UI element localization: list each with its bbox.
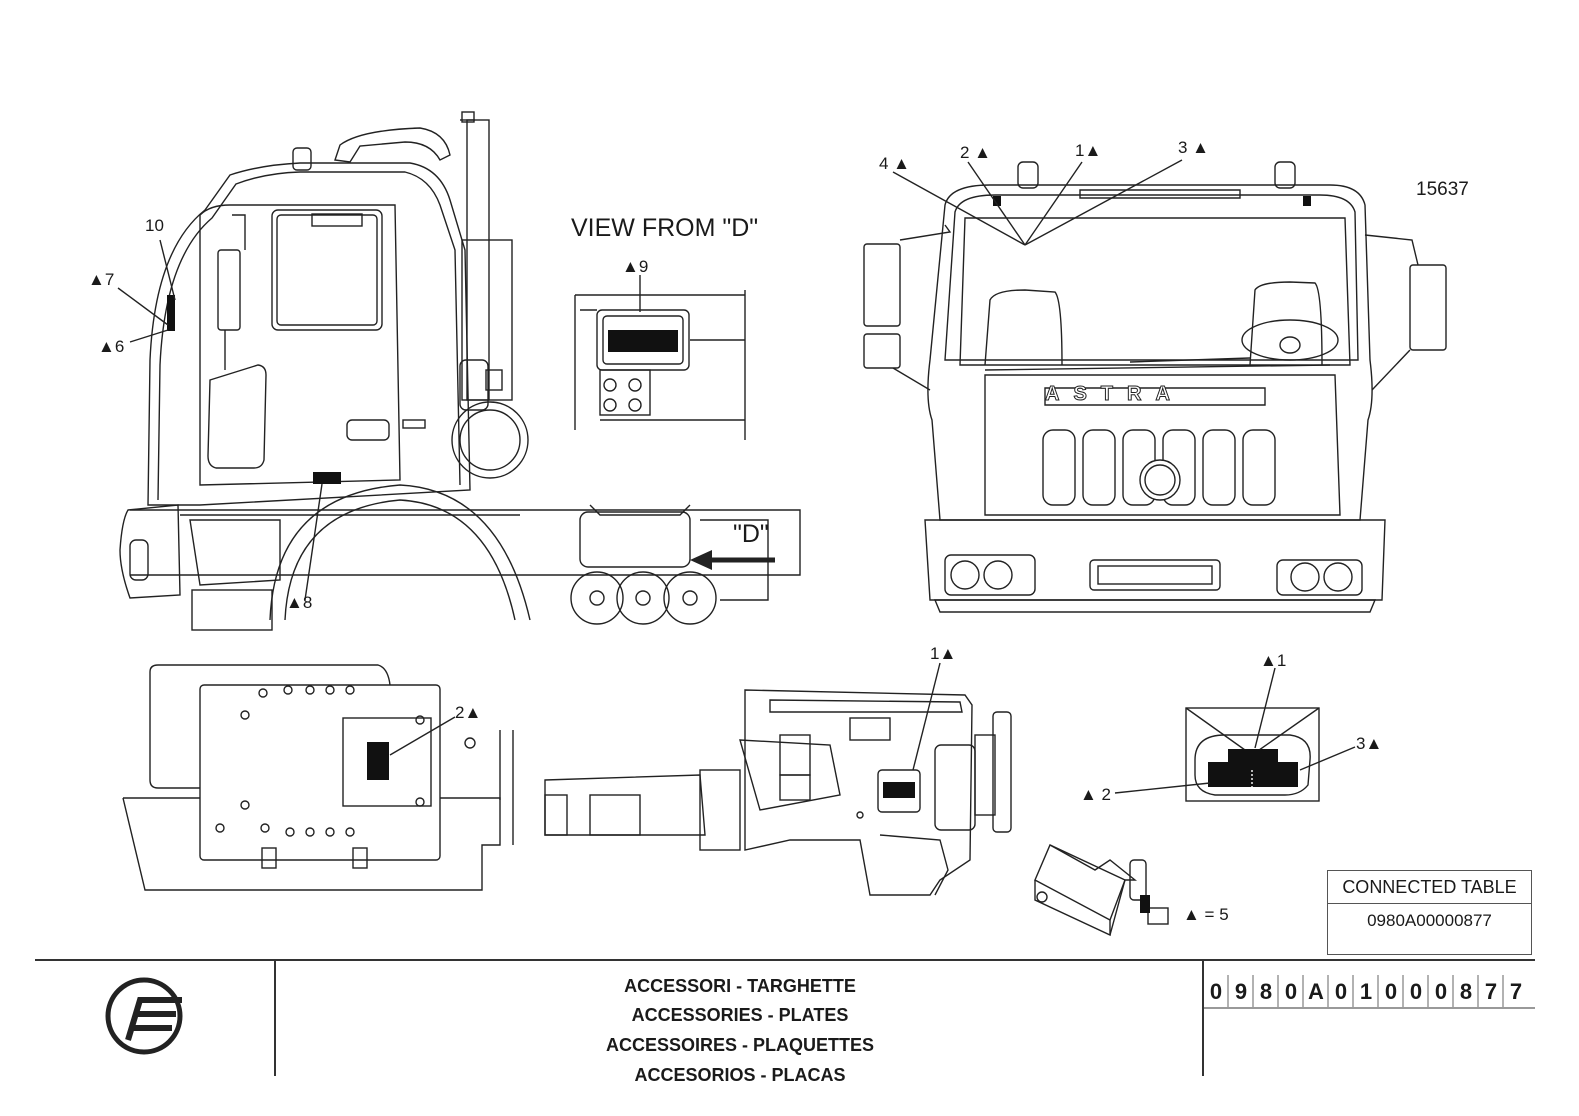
code-char: A — [1308, 979, 1324, 1004]
callout-plate-2: ▲ 2 — [1080, 785, 1112, 804]
callout-9: ▲9 — [622, 257, 649, 276]
callout-engine-1: 1▲ — [930, 644, 957, 663]
connected-table: CONNECTED TABLE 0980A00000877 — [1327, 870, 1532, 955]
code-char: 0 — [1209, 979, 1223, 1004]
code-char: 0 — [1409, 979, 1423, 1004]
code-char: 1 — [1359, 979, 1373, 1004]
callout-panel-2: 2▲ — [455, 703, 482, 722]
title-block-frame — [35, 959, 1535, 1076]
truck-front-view — [863, 159, 1447, 613]
plate-detail — [1114, 667, 1356, 802]
code-char: 8 — [1259, 979, 1273, 1004]
view-title: VIEW FROM "D" — [571, 214, 759, 242]
callout-8: ▲8 — [286, 593, 313, 612]
connected-table-header: CONNECTED TABLE — [1328, 871, 1531, 904]
panel-detail — [122, 664, 514, 891]
code-char: 0 — [1384, 979, 1398, 1004]
title-french: ACCESSOIRES - PLAQUETTES — [605, 1035, 875, 1055]
view-arrow-label: "D" — [733, 520, 769, 548]
code-char: 0 — [1334, 979, 1348, 1004]
code-char: 0 — [1284, 979, 1298, 1004]
code-char: 0 — [1434, 979, 1448, 1004]
code-char: 9 — [1234, 979, 1248, 1004]
callout-7: ▲7 — [88, 270, 115, 289]
title-italian: ACCESSORI - TARGHETTE — [624, 976, 856, 996]
code-char: 7 — [1509, 979, 1523, 1004]
kit-box — [1034, 844, 1169, 937]
connected-table-code: 0980A00000877 — [1367, 911, 1492, 930]
brand-lettering: ASTRA — [1045, 383, 1184, 405]
callout-front-2: 2 ▲ — [960, 143, 992, 162]
title-english: ACCESSORIES - PLATES — [631, 1005, 849, 1025]
code-char: 8 — [1459, 979, 1473, 1004]
view-from-d-inset — [574, 275, 746, 440]
callout-plate-1: ▲1 — [1260, 651, 1287, 670]
callout-6: ▲6 — [98, 337, 125, 356]
code-char: 7 — [1484, 979, 1498, 1004]
callout-front-4: 4 ▲ — [879, 154, 911, 173]
code-cell-dividers — [1227, 975, 1504, 1007]
title-spanish: ACCESORIOS - PLACAS — [634, 1065, 846, 1085]
engine-assembly — [544, 662, 1012, 896]
truck-side-view — [117, 111, 801, 631]
callout-10: 10 — [145, 216, 164, 235]
callout-front-1: 1▲ — [1075, 141, 1102, 160]
callout-front-3: 3 ▲ — [1178, 138, 1210, 157]
callout-plate-3: 3▲ — [1356, 734, 1383, 753]
company-logo — [105, 977, 183, 1055]
callout-kit-5: ▲ = 5 — [1183, 905, 1229, 924]
drawing-number: 15637 — [1416, 179, 1469, 200]
